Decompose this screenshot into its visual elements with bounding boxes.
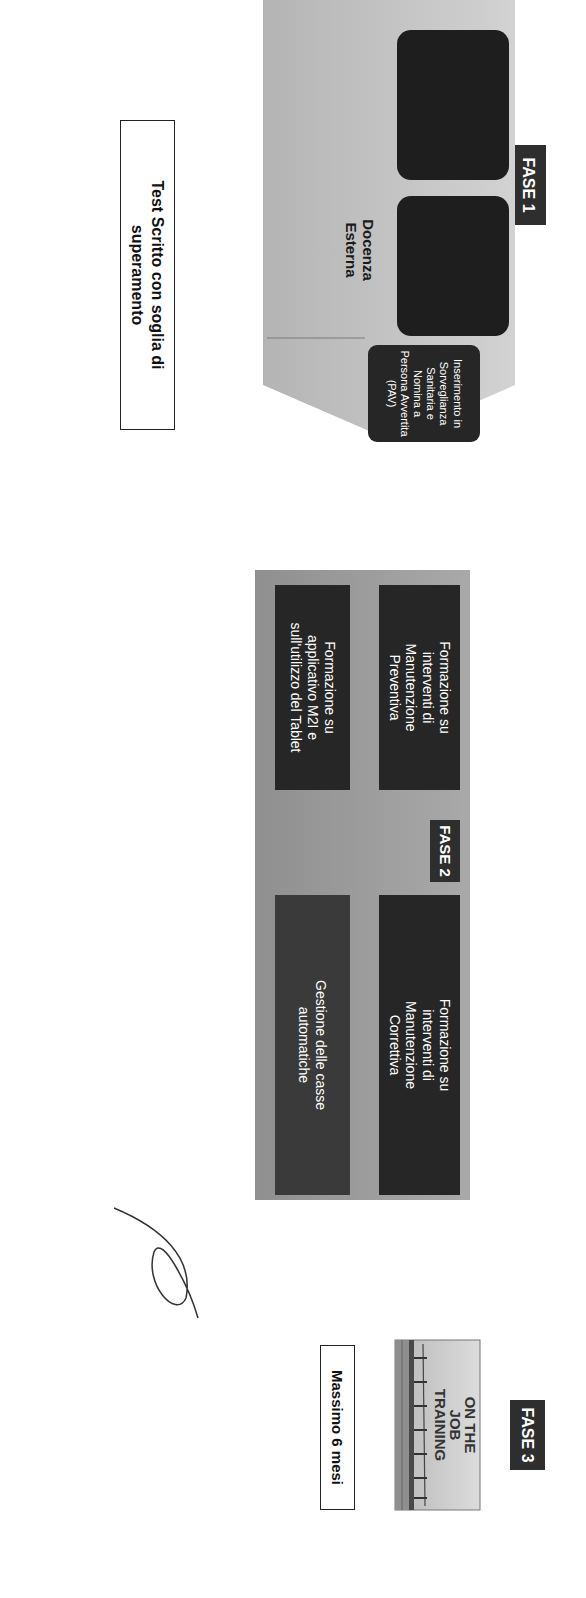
box-text: Gestione delle casse automatiche	[296, 970, 330, 1120]
training-photo	[395, 1340, 480, 1510]
training-box: Gestione delle casse automatiche	[275, 895, 350, 1195]
heading-text: Docenza Esterna	[335, 190, 385, 310]
box-text: FASE 1	[518, 157, 537, 212]
phase-label: FASE 1	[510, 145, 546, 225]
test-box: Test Scritto con soglia di superamento	[120, 120, 175, 430]
box-text: Formazione su applicativo M2I e sull'uti…	[287, 608, 337, 768]
training-box: Formazione su applicativo M2I e sull'uti…	[275, 585, 350, 790]
signature	[114, 1208, 198, 1318]
box-text: FASE 3	[518, 1407, 537, 1462]
photo-caption: ON THE JOB TRAINING	[395, 1340, 480, 1510]
heading-text: FASE 2	[430, 820, 460, 882]
phase-arrow: Docenza EsternaInserimento in Sorveglian…	[255, 0, 525, 440]
box-text: Test Scritto con soglia di superamento	[128, 160, 166, 390]
box-text: Inserimento in Sorveglianza Sanitaria e …	[384, 350, 463, 438]
divider-line	[267, 338, 365, 339]
training-box: Formazione su interventi di Manutenzione…	[379, 895, 460, 1195]
training-box: Formazione su interventi di Manutenzione…	[379, 585, 460, 790]
duration-box: Massimo 6 mesi	[320, 1345, 355, 1510]
box-text: ON THE JOB TRAINING	[433, 1381, 478, 1469]
box-text: Formazione su interventi di Manutenzione…	[386, 628, 453, 748]
dark-box	[397, 196, 509, 336]
phase-panel: FASE 2 Formazione su interventi di Manute…	[255, 570, 470, 1200]
box-text: Massimo 6 mesi	[329, 1370, 347, 1485]
dark-box	[397, 30, 509, 180]
box-text: Formazione su interventi di Manutenzione…	[386, 985, 453, 1105]
process-box: Inserimento in Sorveglianza Sanitaria e …	[368, 345, 480, 442]
phase-label: FASE 3	[510, 1400, 545, 1470]
